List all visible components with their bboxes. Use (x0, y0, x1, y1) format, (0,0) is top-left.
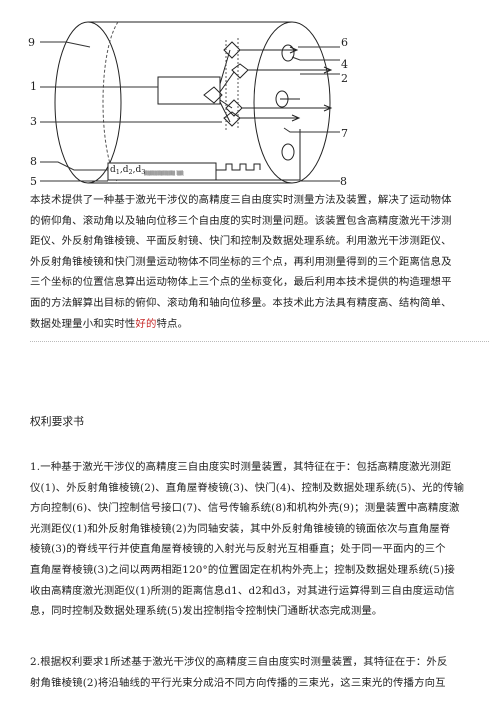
claim-line: 方向控制(6)、快门控制信号接口(7)、信号传输系统(8)和机构外壳(9)；测量… (30, 502, 460, 515)
signal-pulses (216, 163, 261, 171)
label-5: 5 (30, 175, 37, 188)
aperture-bottom (281, 143, 295, 161)
claim-line: 1.一种基于激光干涉仪的高精度三自由度实时测量装置，其特征在于：包括高精度激光测… (30, 461, 452, 473)
control-wire (214, 129, 301, 181)
claims-title: 权利要求书 (30, 415, 84, 428)
controller-box (107, 162, 217, 181)
svg-text:▒▒▒▒▒▒▒▒▒ ▒▒: ▒▒▒▒▒▒▒▒▒ ▒▒ (144, 170, 184, 177)
abstract-line-last: 数据处理量小和实时性好的特点。 (30, 314, 452, 335)
apparatus-diagram: ▒▒▒▒▒▒▒▒▒ ▒▒ 9 1 3 8 5 6 4 2 7 8 d1,d2,d… (28, 21, 348, 188)
claim-line: 仪(1)、外反射角锥棱镜(2)、直角屋脊棱镜(3)、快门(4)、控制及数据处理系… (30, 481, 465, 494)
abstract-line: 面的方法解算出目标的俯仰、滚动角和轴向位移量。本技术此方法具有精度高、结构简单、 (30, 296, 452, 309)
claim-line: 直角屋脊棱镜(3)之间以两两相距120°的位置固定在机构外壳上；控制及数据处理系… (30, 563, 455, 576)
abstract-paragraph: 本技术提供了一种基于激光干涉仪的高精度三自由度实时测量方法及装置，解决了运动物体… (30, 190, 452, 334)
claim-line: 2.根据权利要求1所述基于激光干涉仪的高精度三自由度实时测量装置，其特征在于：外… (30, 656, 448, 668)
label-2: 2 (341, 72, 348, 85)
abstract-line: 距仪、外反射角锥棱镜、平面反射镜、快门和控制及数据处理系统。利用激光干涉测距仪、 (30, 235, 452, 248)
abstract-line: 的俯仰角、滚动角以及轴向位移三个自由度的实时测量问题。该装置包含高精度激光干涉测 (30, 214, 452, 227)
internal-plane (102, 21, 119, 184)
leader-lines (40, 41, 340, 182)
abstract-line: 外反射角锥棱镜和快门测量运动物体不同坐标的三个点，再利用测量得到的三个距离信息及 (30, 255, 452, 268)
beam-arrows (240, 46, 333, 122)
highlight-link[interactable]: 好的 (135, 317, 157, 330)
label-1: 1 (30, 80, 37, 93)
label-7: 7 (341, 127, 348, 140)
label-8-left: 8 (30, 155, 37, 168)
claim-line: 射角锥棱镜(2)将沿轴线的平行光束分成沿不同方向传播的三束光，这三束光的传播方向… (30, 676, 446, 689)
claim-line: 光测距仪(1)和外反射角锥棱镜(2)为同轴安装，其中外反射角锥棱镜的镜面依次与直… (30, 522, 451, 535)
label-8-right: 8 (340, 175, 347, 188)
distance-label: d1,d2,d3 (110, 165, 145, 176)
claim-1: 1.一种基于激光干涉仪的高精度三自由度实时测量装置，其特征在于：包括高精度激光测… (30, 457, 464, 622)
beam-lines (219, 49, 235, 123)
abstract-text: 特点。 (156, 317, 189, 330)
section-divider (30, 341, 489, 342)
shutter-dashes (225, 38, 239, 130)
claim-line: 息，同时控制及数据处理系统(5)发出控制指令控制快门通断状态完成测量。 (30, 605, 383, 618)
cylinder-housing (54, 21, 331, 184)
aperture-top (281, 44, 295, 62)
claim-line: 棱镜(3)的脊线平行并使直角屋脊棱镜的入射光与反射光互相垂直；处于同一平面内的三… (30, 543, 446, 556)
label-9: 9 (28, 36, 35, 49)
abstract-line: 三个坐标的位置信息算出运动物体上三个点的坐标变化，最后利用本技术提供的构造理想平 (30, 276, 452, 289)
label-3: 3 (30, 115, 37, 128)
label-4: 4 (341, 58, 348, 71)
claim-2: 2.根据权利要求1所述基于激光干涉仪的高精度三自由度实时测量装置，其特征在于：外… (30, 652, 448, 693)
abstract-text: 数据处理量小和实时性 (30, 317, 136, 330)
label-6: 6 (341, 36, 348, 49)
abstract-line: 本技术提供了一种基于激光干涉仪的高精度三自由度实时测量方法及装置，解决了运动物体 (30, 194, 452, 206)
claim-line: 收由高精度激光测距仪(1)所测的距离信息d1、d2和d3，对其进行运算得到三自由… (30, 584, 455, 597)
